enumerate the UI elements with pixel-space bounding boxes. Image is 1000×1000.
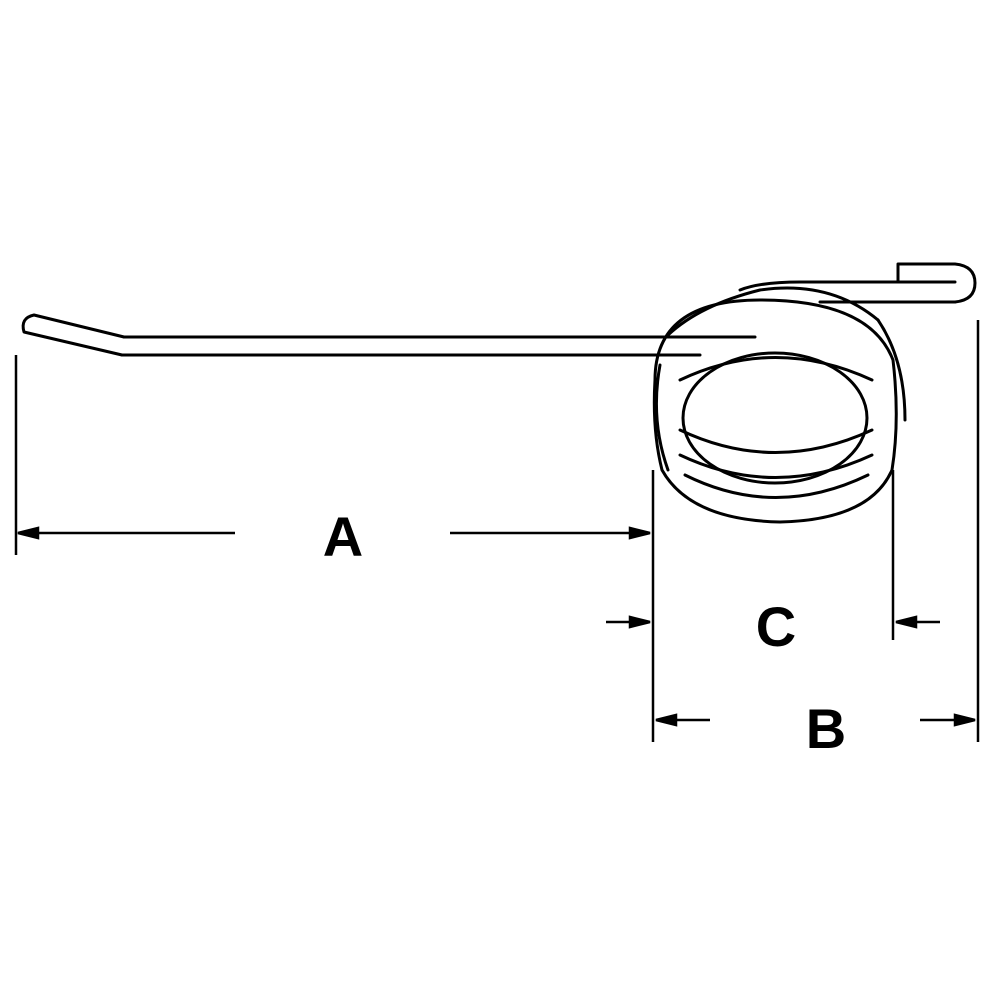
dimension-b-label: B [806, 697, 846, 760]
coil-turn-4 [683, 473, 870, 499]
arrow-c-left [628, 615, 651, 629]
dimension-a-label: A [323, 505, 363, 568]
torsion-spring [21, 262, 977, 524]
dimension-lines [14, 320, 980, 742]
arrow-b-right [953, 713, 976, 727]
dimension-a-line [17, 526, 651, 540]
arrow-b-left [655, 713, 678, 727]
spring-long-leg [21, 313, 757, 357]
coil-outer-front [652, 298, 898, 524]
coil-side-right [876, 318, 907, 422]
arrow-a-right [628, 526, 651, 540]
dimension-c-label: C [756, 595, 796, 658]
coil-turn-1 [678, 356, 874, 382]
dimension-b-line [655, 713, 976, 727]
spring-short-leg [738, 262, 977, 304]
coil-turn-3 [678, 453, 874, 479]
coil-side-left [654, 363, 670, 472]
dimension-c-line [606, 615, 940, 629]
coil-inner-opening [681, 351, 869, 485]
coil-turn-2 [678, 428, 874, 454]
arrow-c-right [895, 615, 918, 629]
arrow-a-left [17, 526, 40, 540]
